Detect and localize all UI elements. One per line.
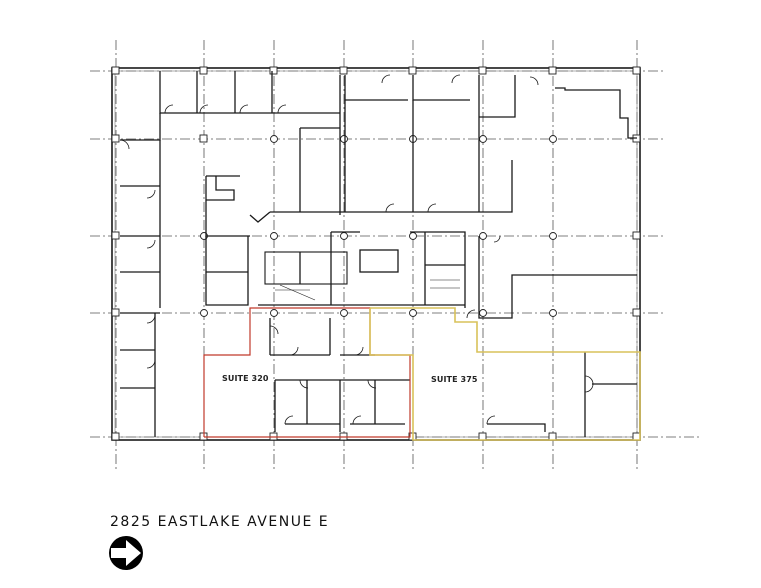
doors [119, 74, 594, 425]
grid-lines [90, 40, 700, 470]
building-address: 2825 EASTLAKE AVENUE E [110, 514, 330, 530]
suite-320-label: SUITE 320 [222, 374, 269, 383]
suite-375-outline [369, 307, 641, 441]
suite-375-label: SUITE 375 [431, 375, 478, 384]
exterior-walls [111, 67, 641, 441]
interior-walls [120, 71, 637, 437]
columns [111, 66, 641, 441]
north-arrow-icon [109, 536, 143, 570]
